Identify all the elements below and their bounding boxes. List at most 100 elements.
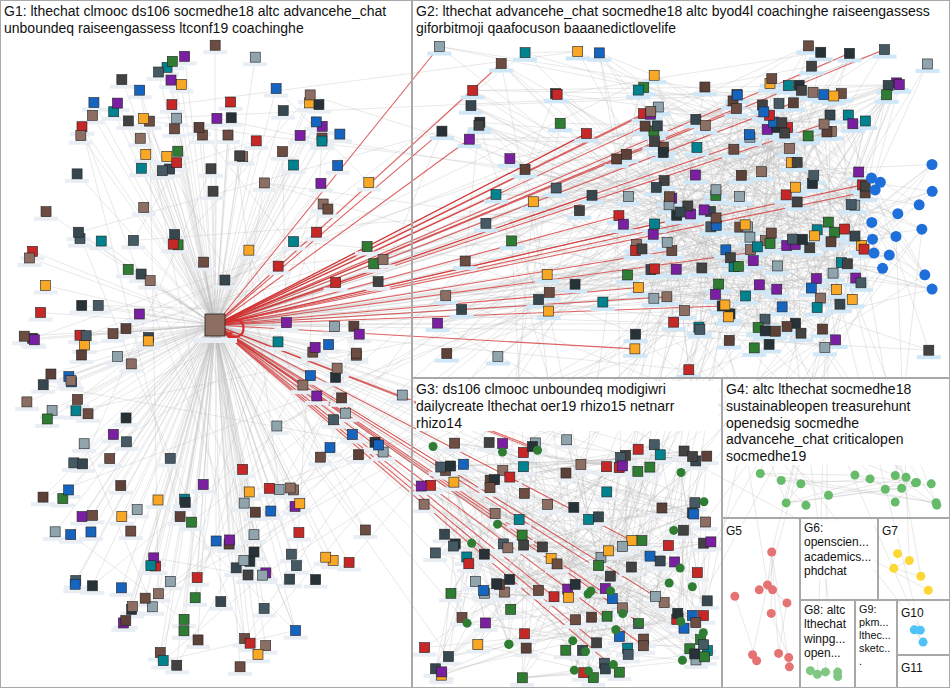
name-bar (305, 401, 329, 405)
name-bar (548, 128, 572, 132)
name-bar (266, 271, 290, 275)
tie-line (101, 241, 215, 325)
name-bar (150, 176, 174, 180)
name-bar (616, 659, 640, 663)
tie-line (215, 131, 442, 325)
name-bar (683, 180, 707, 184)
tie-line (599, 53, 705, 126)
tie-line (519, 520, 703, 633)
tie-line (249, 307, 782, 492)
name-bar (309, 188, 333, 192)
name-bar (562, 512, 586, 516)
avatar-vertex (360, 525, 370, 535)
name-bar (605, 164, 629, 168)
tie-line (574, 445, 654, 670)
tie-lines (24, 45, 937, 678)
name-bar (514, 653, 538, 657)
tie-line (86, 111, 651, 335)
tie-line (215, 222, 828, 325)
tie-line (779, 603, 787, 654)
name-bar (132, 212, 156, 216)
name-bar (252, 613, 276, 617)
tie-line (215, 111, 651, 325)
tie-line (93, 115, 215, 325)
tie-line (55, 325, 215, 532)
name-bar (109, 593, 133, 597)
name-bar (305, 237, 329, 241)
name-bar (554, 478, 578, 482)
tie-line (91, 325, 215, 532)
name-bar (216, 140, 240, 144)
name-bar (574, 139, 598, 143)
tie-line (215, 251, 672, 325)
name-bar (17, 263, 41, 267)
name-bar (716, 322, 740, 326)
tie-line (796, 85, 900, 324)
tie-line (435, 172, 761, 553)
tie-line (831, 165, 932, 242)
name-bar (274, 328, 298, 332)
name-bar (201, 196, 225, 200)
tie-line (82, 325, 215, 517)
name-bar (15, 407, 39, 411)
name-bar (695, 606, 719, 610)
name-bar (426, 328, 450, 332)
name-bar (623, 354, 647, 358)
name-bar (180, 527, 204, 531)
name-bar (282, 247, 306, 251)
tie-line (76, 325, 215, 411)
name-bar (316, 214, 340, 218)
name-bar (322, 425, 346, 429)
tie-line (613, 623, 695, 665)
name-bar (278, 584, 302, 588)
tie-line (92, 126, 645, 586)
name-bar (813, 352, 837, 356)
name-bar (266, 347, 290, 351)
name-bar (89, 246, 113, 250)
name-bar (70, 360, 94, 364)
name-bar (555, 445, 579, 449)
tie-line (501, 64, 598, 566)
avatar-vertex (272, 421, 282, 431)
name-bar (362, 269, 386, 273)
tie-line (149, 121, 158, 594)
name-bar (607, 677, 631, 681)
name-bar (70, 522, 94, 526)
avatar-vertex (69, 458, 79, 468)
tie-line (195, 183, 264, 598)
tie-line (215, 53, 849, 325)
name-bar (729, 180, 753, 184)
tie-line (498, 92, 813, 356)
name-bar (567, 216, 591, 220)
name-bar (323, 332, 347, 336)
tie-line (441, 467, 705, 657)
name-bar (114, 447, 138, 451)
name-bar (671, 535, 695, 539)
avatar-vertex (344, 557, 354, 567)
name-bar (22, 345, 46, 349)
tie-line (463, 464, 674, 562)
tie-line (467, 467, 650, 623)
name-bar (595, 497, 619, 501)
tie-line (215, 242, 831, 325)
name-bar (544, 193, 568, 197)
name-bar (288, 140, 312, 144)
tie-line (455, 165, 932, 544)
name-bar (651, 158, 675, 162)
name-bar (915, 69, 939, 73)
name-bar (819, 247, 843, 251)
name-bar (835, 269, 859, 273)
name-bar (301, 357, 325, 361)
tie-line (501, 64, 617, 159)
name-bar (626, 95, 650, 99)
name-bar (304, 585, 328, 589)
name-bar (128, 95, 152, 99)
avatar-vertex (80, 340, 90, 350)
name-bar (726, 271, 750, 275)
tie-line (215, 128, 788, 325)
name-bar (65, 179, 89, 183)
name-bar (236, 580, 260, 584)
name-bar (439, 598, 463, 602)
tie-line (82, 127, 180, 517)
tie-line (215, 325, 258, 654)
